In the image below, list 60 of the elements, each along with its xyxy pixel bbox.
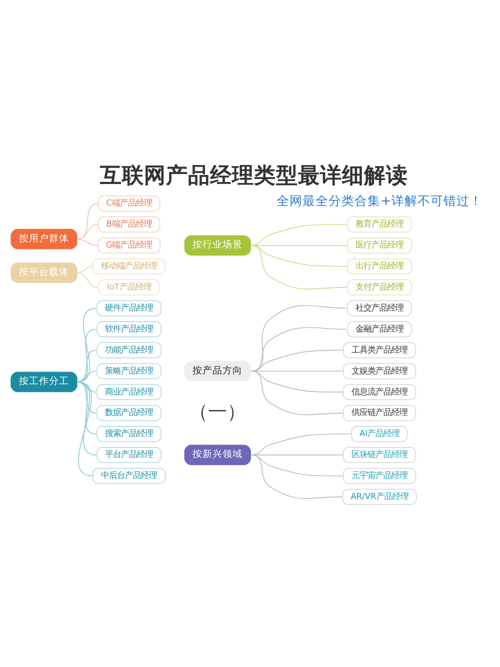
connector xyxy=(250,370,344,372)
node-box: AI产品经理 xyxy=(351,426,408,442)
node-box: 搜索产品经理 xyxy=(96,426,162,442)
node-box: 金融产品经理 xyxy=(347,320,412,337)
node-box: 元宇宙产品经理 xyxy=(343,467,416,484)
connector xyxy=(76,381,94,476)
connector xyxy=(250,454,342,498)
connector xyxy=(76,238,98,246)
connector xyxy=(76,349,96,382)
node-box: 功能产品经理 xyxy=(96,342,162,358)
node-box: C端产品经理 xyxy=(98,195,160,211)
connector xyxy=(76,381,96,413)
label: （一） xyxy=(189,400,246,422)
node-box: 平台产品经理 xyxy=(96,446,162,462)
node-box: 硬件产品经理 xyxy=(96,300,162,316)
node-box: 供应链产品经理 xyxy=(343,404,416,420)
connector xyxy=(250,244,347,266)
connector xyxy=(76,307,96,382)
connector xyxy=(250,304,347,372)
node-box: G端产品经理 xyxy=(98,237,160,253)
node-box: 信息流产品经理 xyxy=(343,384,416,400)
connector xyxy=(76,381,96,455)
node-box: 工具类产品经理 xyxy=(343,342,416,358)
connector xyxy=(250,370,344,392)
node-box: 策略产品经理 xyxy=(96,362,162,379)
connector xyxy=(250,326,347,372)
node-box: 医疗产品经理 xyxy=(347,237,412,253)
node-box: 出行产品经理 xyxy=(347,258,412,274)
node-box: 软件产品经理 xyxy=(96,320,162,337)
connector xyxy=(76,224,98,239)
node-box: 支付产品经理 xyxy=(347,278,412,295)
node-box: 数据产品经理 xyxy=(96,404,162,420)
connector xyxy=(250,454,344,476)
connector xyxy=(76,381,96,434)
node-box: AR/VR产品经理 xyxy=(342,488,417,504)
node-box: 按产品方向 xyxy=(184,360,251,381)
node-box: 按工作分工 xyxy=(10,371,78,392)
connector xyxy=(76,265,94,273)
node-box: 按新兴领域 xyxy=(184,444,251,465)
node-box: 按行业场景 xyxy=(184,234,251,256)
node-box: 按用户群体 xyxy=(10,228,78,249)
connector xyxy=(76,272,98,288)
connector xyxy=(76,370,96,382)
diagram-title: 互联网产品经理类型最详细解读 xyxy=(100,163,408,188)
node-box: 按平台载体 xyxy=(10,262,78,282)
connector xyxy=(76,202,98,239)
node-box: 区块链产品经理 xyxy=(343,446,416,462)
node-box: 文娱类产品经理 xyxy=(343,362,416,379)
node-box: 社交产品经理 xyxy=(347,300,412,316)
connector xyxy=(250,349,344,372)
node-box: 教育产品经理 xyxy=(347,216,412,232)
connector xyxy=(76,328,96,382)
node-box: IoT产品经理 xyxy=(98,278,160,295)
node-box: 移动端产品经理 xyxy=(92,258,166,274)
node-box: 商业产品经理 xyxy=(96,384,162,400)
connector xyxy=(250,244,347,289)
node-box: 中后台产品经理 xyxy=(92,467,166,484)
label: 全网最全分类合集+详解不可错过！ xyxy=(276,192,482,208)
connector xyxy=(250,370,344,415)
node-box: B端产品经理 xyxy=(98,216,160,232)
